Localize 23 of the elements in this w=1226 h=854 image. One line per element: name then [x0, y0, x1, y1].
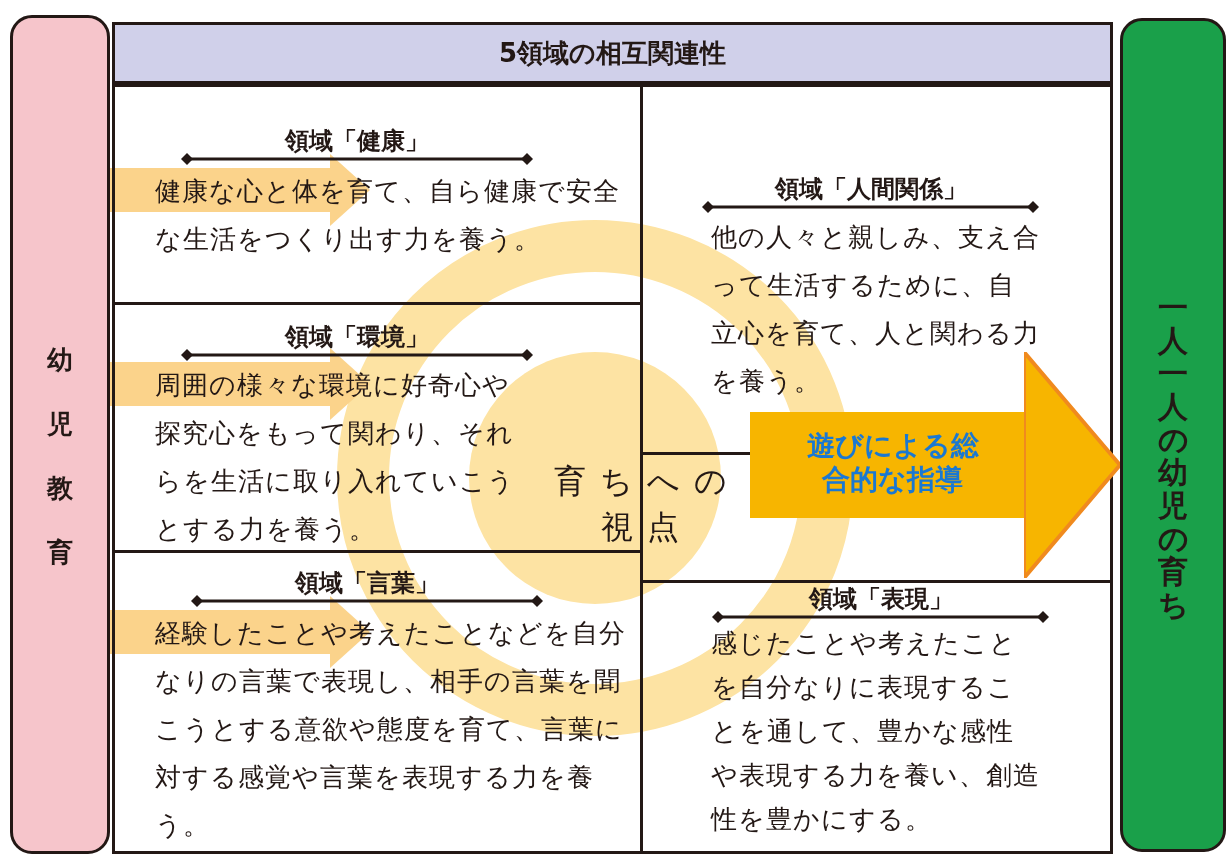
domain-description: 周囲の様々な環境に好奇心や探究心をもって関わり、それらを生活に取り入れていこうとする力を養う。: [155, 369, 515, 546]
arrow: [110, 348, 370, 420]
edge-label: 遊びによる総合的な指導: [805, 429, 980, 497]
domain-heading: 領域「表現」: [807, 584, 954, 615]
domain-description: 経験したことや考えたことなどを自分なりの言葉で表現し、相手の言葉を聞こうとする意欲や態度を育て、言葉に対する感覚や言葉を表現する力を養う。: [155, 617, 627, 842]
domain-heading: 領域「人間関係」: [773, 174, 968, 205]
arrow: [110, 596, 370, 668]
band-title: 一人一人の幼児の育ち: [1158, 291, 1188, 621]
side-band: [10, 15, 110, 854]
domain-description: 感じたことや考えたことを自分なりに表現することを通して、豊かな感性や表現する力を養い、創造性を豊かにする。: [711, 627, 1041, 836]
domain-heading: 領域「健康」: [283, 126, 430, 157]
arrow: [110, 154, 370, 226]
domain-description: 他の人々と親しみ、支え合って生活するために、自立心を育て、人と関わる力を養う。: [711, 221, 1041, 398]
domain-cell: [112, 84, 643, 305]
domain-heading: 領域「言葉」: [293, 568, 440, 599]
band-title: 幼児教育: [47, 344, 73, 569]
domain-cell: [112, 550, 643, 854]
domain-cell: [640, 580, 1113, 854]
domain-description: 健康な心と体を育て、自ら健康で安全な生活をつくり出す力を養う。: [155, 175, 621, 256]
result-band: [1120, 18, 1226, 852]
header-band: 5領域の相互関連性: [112, 22, 1113, 84]
domain-heading: 領域「環境」: [283, 322, 430, 353]
center-label: 育ちへの視点: [530, 454, 750, 554]
